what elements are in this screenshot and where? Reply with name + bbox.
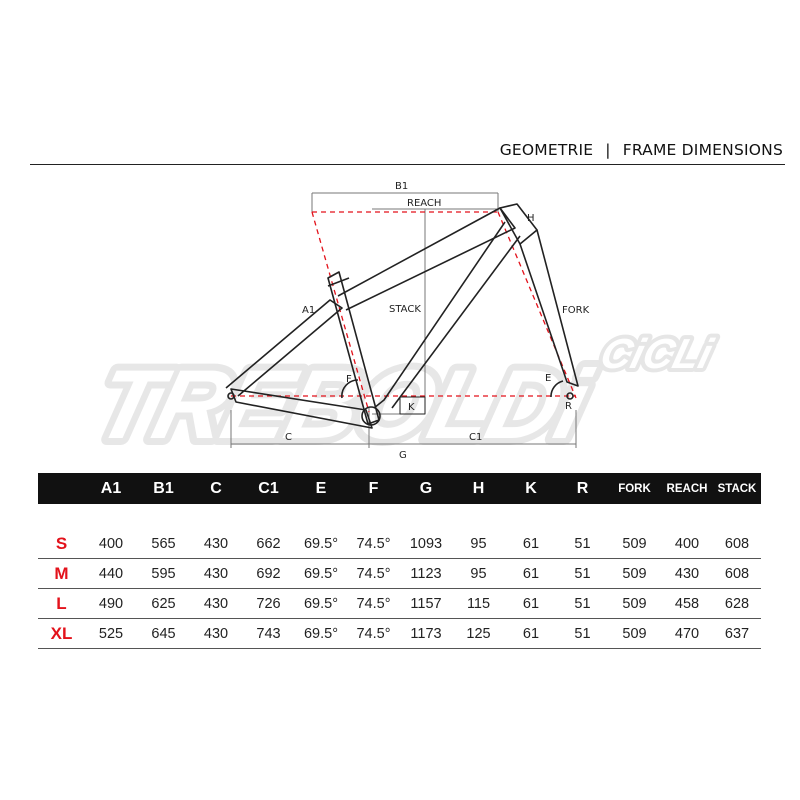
frame-outline [225, 203, 579, 429]
table-cell: 1173 [400, 618, 452, 649]
size-label: M [38, 558, 85, 589]
table-cell: 74.5° [347, 618, 400, 649]
frame-geometry-diagram: B1 REACH H A1 STACK FORK F E K R C C1 G [225, 181, 590, 461]
column-header: K [505, 473, 557, 504]
column-header: C [190, 473, 242, 504]
table-cell: 125 [452, 618, 505, 649]
column-header: F [347, 473, 400, 504]
table-cell: 608 [713, 529, 761, 559]
table-cell: 69.5° [295, 588, 347, 619]
table-cell: 74.5° [347, 588, 400, 619]
table-cell: 625 [137, 588, 190, 619]
table-cell: 61 [505, 529, 557, 559]
table-cell: 51 [557, 558, 608, 589]
table-cell: 662 [242, 529, 295, 559]
table-cell: 61 [505, 588, 557, 619]
table-cell: 726 [242, 588, 295, 619]
title-separator: | [605, 141, 611, 159]
label-b1: B1 [395, 181, 408, 192]
table-cell: 95 [452, 529, 505, 559]
label-h: H [527, 213, 535, 224]
column-header: FORK [608, 473, 661, 504]
label-a1: A1 [302, 305, 315, 316]
title-frame-dimensions: FRAME DIMENSIONS [622, 141, 783, 159]
table-cell: 430 [190, 558, 242, 589]
column-header: REACH [661, 473, 713, 504]
table-cell: 430 [661, 558, 713, 589]
label-fork: FORK [562, 305, 590, 316]
table-cell: 608 [713, 558, 761, 589]
table-cell: 458 [661, 588, 713, 619]
label-k: K [408, 402, 415, 413]
page-title: GEOMETRIE | FRAME DIMENSIONS [500, 141, 783, 159]
table-cell: 115 [452, 588, 505, 619]
column-header: C1 [242, 473, 295, 504]
column-header: A1 [85, 473, 137, 504]
label-e: E [545, 373, 551, 384]
page-header: GEOMETRIE | FRAME DIMENSIONS [30, 140, 785, 165]
table-cell: 509 [608, 588, 661, 619]
table-cell: 74.5° [347, 558, 400, 589]
table-cell: 692 [242, 558, 295, 589]
column-header: R [557, 473, 608, 504]
label-stack: STACK [389, 304, 421, 315]
table-cell: 1157 [400, 588, 452, 619]
geometry-table: A1 B1 C C1 E F G H K R FORK REACH STACK … [38, 473, 761, 649]
table-cell: 470 [661, 618, 713, 649]
table-cell: 400 [85, 529, 137, 559]
table-cell: 95 [452, 558, 505, 589]
size-label: L [38, 588, 85, 619]
table-header-row: A1 B1 C C1 E F G H K R FORK REACH STACK [38, 473, 761, 504]
table-cell: 743 [242, 618, 295, 649]
reference-lines [231, 211, 577, 413]
label-f: F [346, 374, 352, 385]
column-header: H [452, 473, 505, 504]
column-header [38, 473, 85, 504]
table-cell: 509 [608, 618, 661, 649]
table-cell: 74.5° [347, 529, 400, 559]
table-cell: 1093 [400, 529, 452, 559]
table-cell: 400 [661, 529, 713, 559]
table-cell: 69.5° [295, 529, 347, 559]
column-header: STACK [713, 473, 761, 504]
table-cell: 61 [505, 558, 557, 589]
column-header: B1 [137, 473, 190, 504]
label-r: R [565, 401, 572, 412]
table-cell: 628 [713, 588, 761, 619]
table-cell: 565 [137, 529, 190, 559]
column-header: G [400, 473, 452, 504]
size-label: XL [38, 618, 85, 649]
table-cell: 69.5° [295, 618, 347, 649]
table-cell: 430 [190, 618, 242, 649]
label-g: G [399, 450, 407, 461]
table-cell: 51 [557, 588, 608, 619]
table-cell: 440 [85, 558, 137, 589]
table-cell: 51 [557, 529, 608, 559]
label-reach: REACH [407, 198, 441, 209]
table-cell: 525 [85, 618, 137, 649]
size-label: S [38, 529, 85, 559]
table-cell: 51 [557, 618, 608, 649]
column-header: E [295, 473, 347, 504]
table-cell: 509 [608, 529, 661, 559]
table-cell: 645 [137, 618, 190, 649]
title-geometrie: GEOMETRIE [499, 141, 594, 159]
table-cell: 430 [190, 529, 242, 559]
table-cell: 430 [190, 588, 242, 619]
table-cell: 1123 [400, 558, 452, 589]
table-cell: 61 [505, 618, 557, 649]
table-cell: 637 [713, 618, 761, 649]
label-c1: C1 [469, 432, 482, 443]
table-cell: 509 [608, 558, 661, 589]
table-spacer [38, 504, 761, 529]
table-cell: 490 [85, 588, 137, 619]
dimension-lines [230, 192, 577, 448]
table-cell: 69.5° [295, 558, 347, 589]
label-c: C [285, 432, 292, 443]
table-cell: 595 [137, 558, 190, 589]
